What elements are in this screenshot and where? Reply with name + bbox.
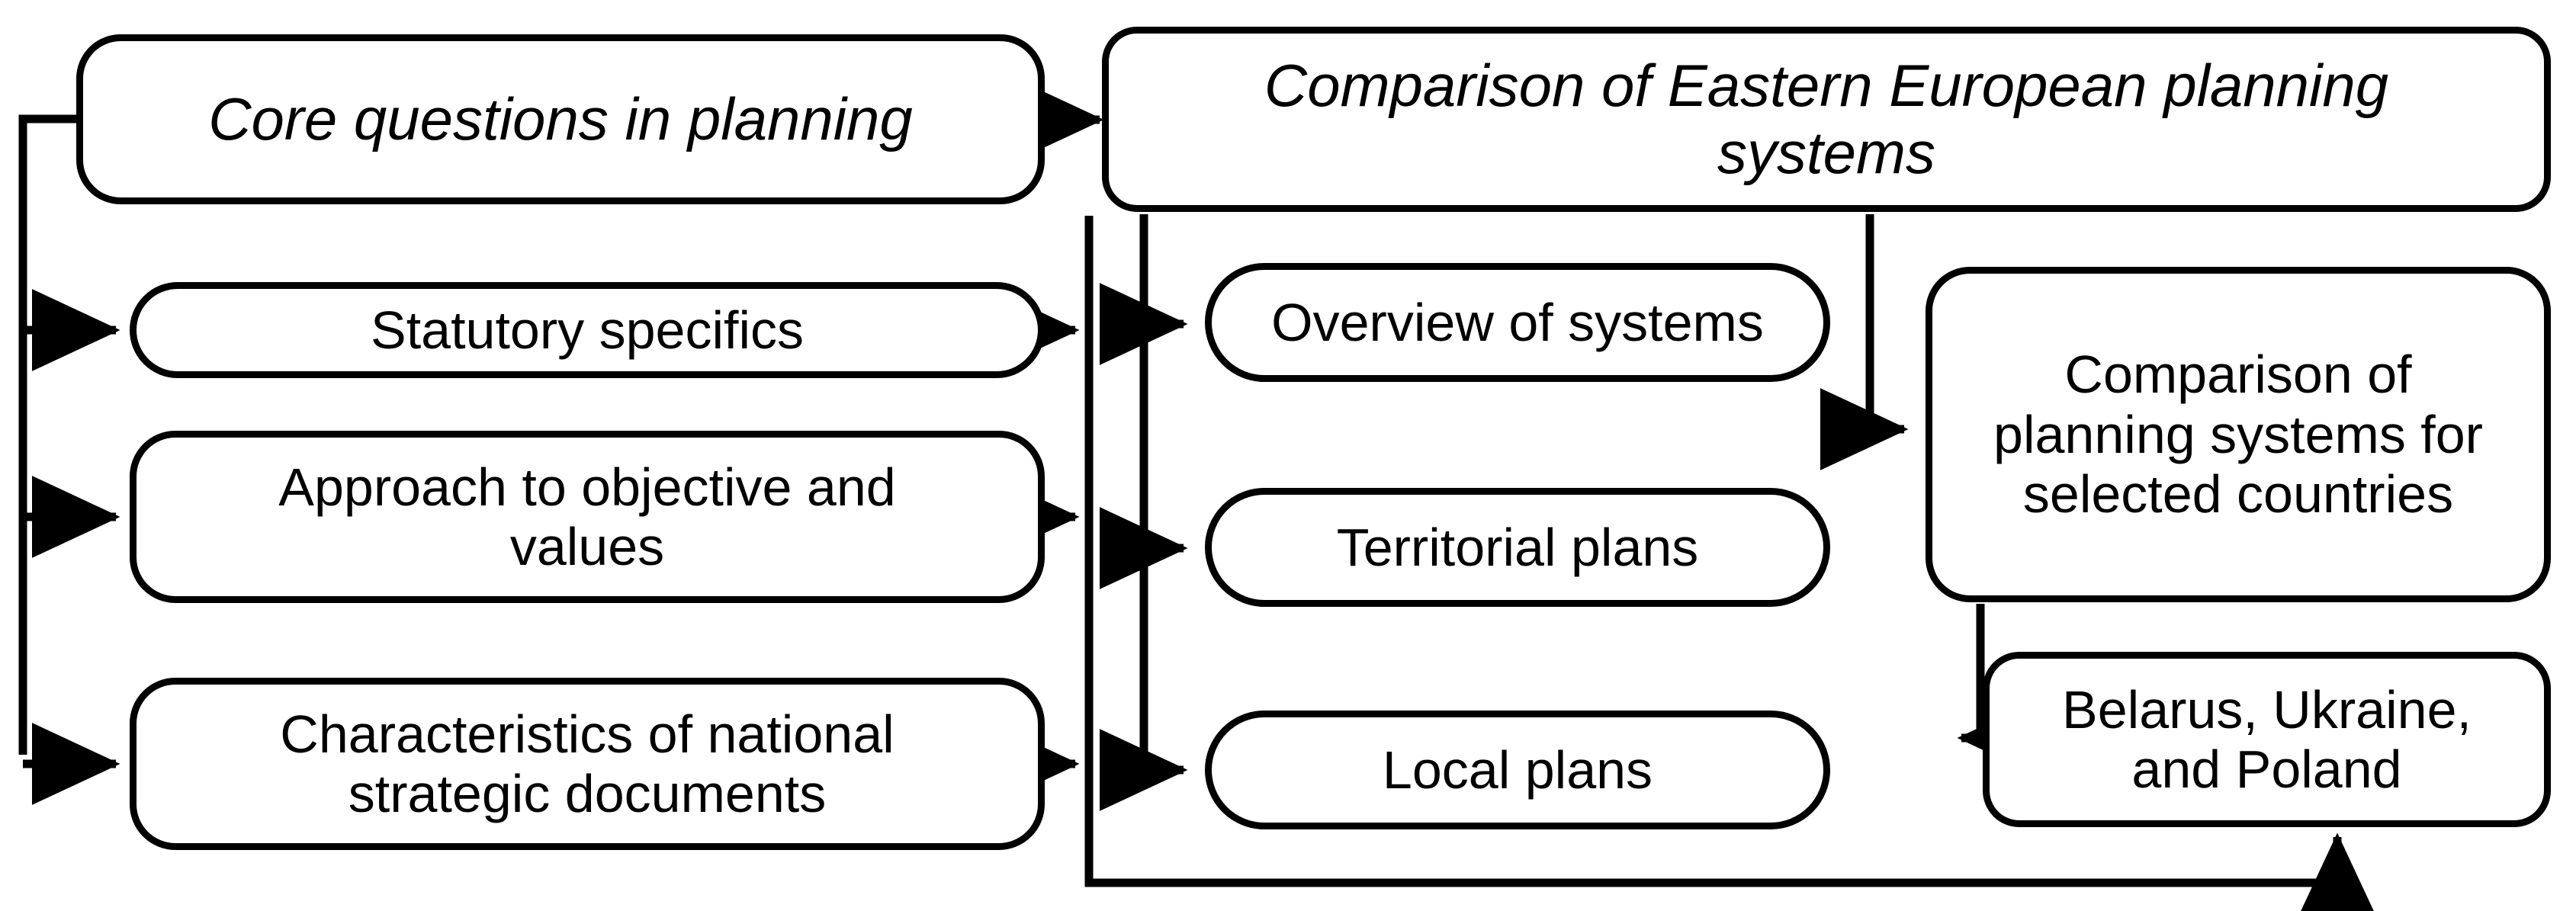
node-comparison-of-planning-systems-for-selected-countries[interactable]: Comparison of planning systems for selec… <box>1926 267 2551 602</box>
node-label: Core questions in planning <box>208 85 913 152</box>
node-label: Statutory specifics <box>371 300 804 360</box>
node-characteristics-of-national-strategic-documents[interactable]: Characteristics of national strategic do… <box>130 678 1045 850</box>
node-label: Approach to objective and values <box>278 457 896 576</box>
node-label: Overview of systems <box>1271 292 1764 352</box>
wire-core-to-left-spine <box>18 114 156 755</box>
wire-selected-to-belarus <box>1957 604 2045 779</box>
node-belarus-ukraine-and-poland[interactable]: Belarus, Ukraine, and Poland <box>1983 652 2551 827</box>
node-local-plans[interactable]: Local plans <box>1205 711 1830 829</box>
node-core-questions-in-planning[interactable]: Core questions in planning <box>76 34 1045 204</box>
node-label: Belarus, Ukraine, and Poland <box>2062 679 2472 799</box>
node-comparison-of-eastern-european-planning-systems[interactable]: Comparison of Eastern European planning … <box>1102 27 2551 212</box>
node-label: Comparison of planning systems for selec… <box>1993 345 2483 524</box>
node-territorial-plans[interactable]: Territorial plans <box>1205 488 1830 607</box>
wire-eastern-to-comparison-selected <box>1820 214 1909 470</box>
node-label: Territorial plans <box>1336 517 1699 577</box>
node-label: Local plans <box>1382 739 1653 800</box>
node-label: Comparison of Eastern European planning … <box>1264 52 2389 186</box>
node-overview-of-systems[interactable]: Overview of systems <box>1205 263 1830 382</box>
node-label: Characteristics of national strategic do… <box>280 704 895 823</box>
node-approach-to-objective-and-values[interactable]: Approach to objective and values <box>130 431 1045 603</box>
node-statutory-specifics[interactable]: Statutory specifics <box>130 282 1045 378</box>
